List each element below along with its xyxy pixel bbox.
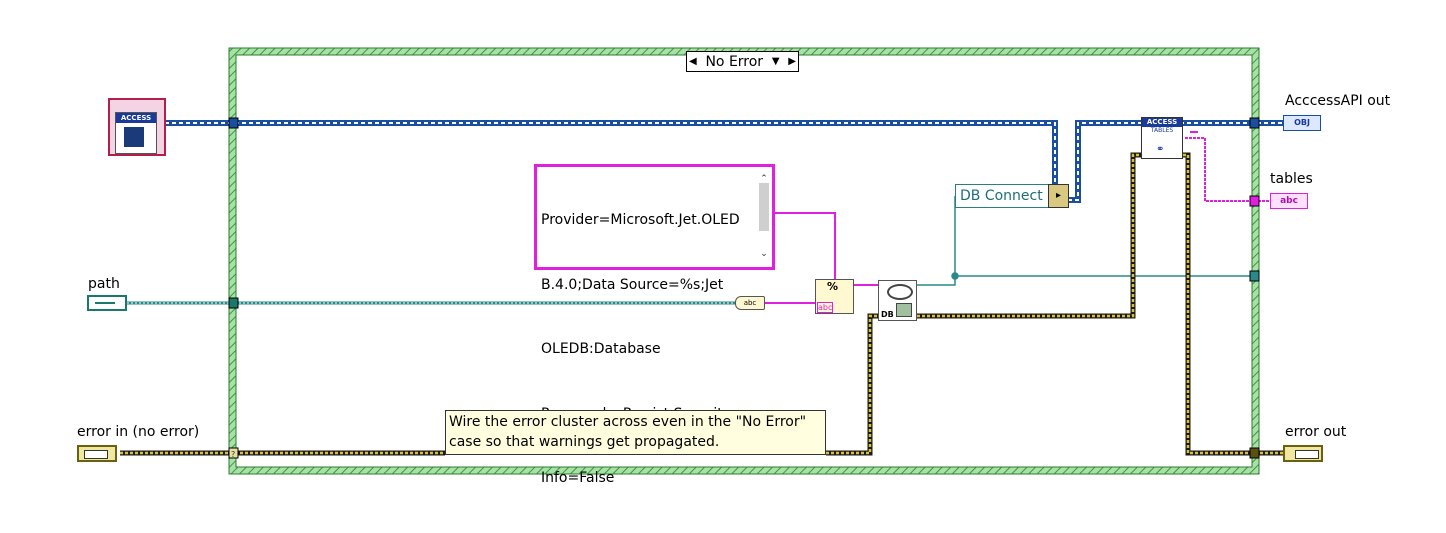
- scroll-down-icon[interactable]: ⌄: [760, 248, 768, 259]
- table-icon: [896, 303, 912, 317]
- path-terminal[interactable]: [87, 295, 127, 311]
- error-in-terminal[interactable]: [77, 445, 117, 462]
- path-label: path: [88, 276, 120, 292]
- db-connect-label: DB Connect: [960, 188, 1043, 204]
- error-in-label: error in (no error): [77, 424, 200, 440]
- comment-line-1: Wire the error cluster across even in th…: [449, 414, 807, 430]
- conn-line-1: Provider=Microsoft.Jet.OLED: [541, 212, 740, 228]
- cluster-icon: [1295, 450, 1319, 459]
- increment-arrow-icon[interactable]: ▶: [788, 56, 796, 67]
- glasses-icon: ⚭: [1156, 144, 1165, 155]
- db-open-node[interactable]: DB: [878, 280, 917, 321]
- tables-vi-sub: TABLES: [1150, 127, 1174, 134]
- bundle-node[interactable]: ▸: [1048, 184, 1069, 208]
- decrement-arrow-icon[interactable]: ◀: [689, 56, 697, 67]
- path-to-string-node[interactable]: abc: [735, 296, 765, 310]
- scroll-up-icon[interactable]: ⌃: [760, 174, 768, 184]
- error-out-label: error out: [1285, 424, 1347, 440]
- db-cylinder-icon: [887, 284, 913, 300]
- tables-vi-title: ACCESS: [1142, 118, 1182, 127]
- case-selector-value: No Error: [705, 53, 764, 70]
- conn-line-2: B.4.0;Data Source=%s;Jet: [541, 276, 724, 293]
- error-wire: [120, 152, 1285, 456]
- scrollbar[interactable]: ⌃ ⌄: [758, 169, 770, 265]
- path-to-string-text: abc: [743, 299, 757, 307]
- comment-line-2: case so that warnings get propagated.: [449, 434, 720, 450]
- cluster-icon: [84, 450, 108, 459]
- percent-icon: %: [827, 280, 839, 293]
- access-icon-text: ACCESS: [116, 113, 156, 123]
- access-api-icon[interactable]: ACCESS: [108, 98, 166, 156]
- obj-text: OBJ: [1294, 118, 1310, 127]
- tables-abc-text: abc: [1280, 196, 1298, 206]
- svg-text:?: ?: [231, 450, 235, 459]
- tables-label: tables: [1270, 171, 1313, 187]
- connection-string-constant[interactable]: Provider=Microsoft.Jet.OLED B.4.0;Data S…: [534, 164, 775, 486]
- plug-icon: [124, 127, 144, 147]
- db-wire: [917, 196, 1258, 286]
- access-api-out-terminal[interactable]: OBJ: [1283, 115, 1321, 131]
- bundle-arrow-icon: ▸: [1055, 190, 1062, 201]
- conn-line-3: OLEDB:Database: [541, 341, 661, 357]
- conn-line-5: Info=False: [541, 470, 615, 486]
- path-icon: [95, 302, 115, 304]
- access-tables-vi[interactable]: ACCESS TABLES ⚭: [1141, 117, 1183, 159]
- db-text: DB: [881, 310, 894, 319]
- scroll-thumb[interactable]: [759, 183, 769, 231]
- comment-note[interactable]: Wire the error cluster across even in th…: [445, 410, 826, 455]
- db-connect-indicator[interactable]: DB Connect: [955, 184, 1050, 208]
- error-out-terminal[interactable]: [1283, 445, 1323, 462]
- tunnels: ?: [228, 117, 1260, 459]
- access-api-out-label: AcccessAPI out: [1285, 93, 1391, 109]
- string-wires: [764, 131, 1272, 304]
- tables-terminal[interactable]: abc: [1270, 193, 1308, 209]
- case-selector[interactable]: ◀ No Error ▼ ▶: [686, 51, 799, 72]
- abc-output-text: abc: [817, 302, 834, 313]
- dropdown-arrow-icon[interactable]: ▼: [771, 56, 780, 67]
- format-into-string-node[interactable]: % abc: [815, 279, 854, 314]
